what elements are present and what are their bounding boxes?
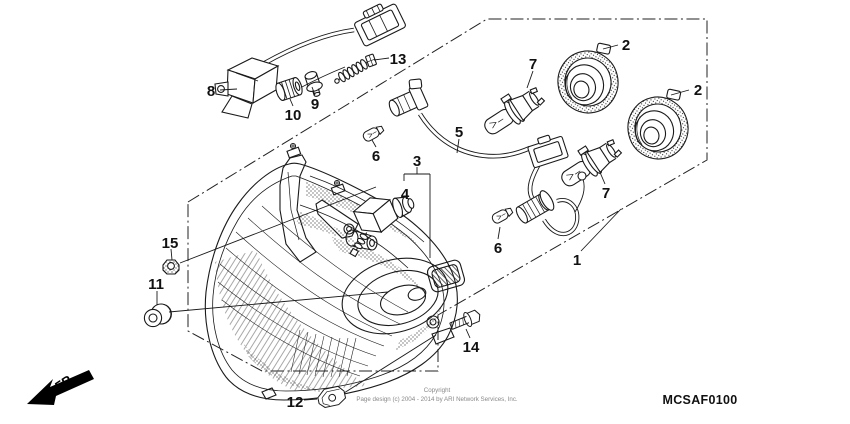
callout-2b[interactable]: 2: [694, 82, 702, 99]
position-bulb-1: [362, 125, 385, 142]
callout-10[interactable]: 10: [285, 107, 302, 124]
callout-6b[interactable]: 6: [494, 240, 502, 257]
harness-connector-plug: [354, 3, 406, 47]
callout-7a[interactable]: 7: [529, 56, 537, 73]
mount-clip: [317, 385, 347, 408]
callout-1[interactable]: 1: [573, 252, 581, 269]
diagram-code: MCSAF0100: [663, 393, 738, 407]
copyright-line1: Copyright: [424, 387, 451, 394]
headlight-bulb-2: [561, 139, 623, 187]
callout-3[interactable]: 3: [413, 153, 421, 170]
mount-nut: [162, 259, 180, 275]
callout-8[interactable]: 8: [207, 83, 215, 100]
relay-unit: [214, 27, 355, 119]
position-bulb-2: [491, 207, 514, 224]
dust-cover-1: [557, 42, 619, 114]
dust-cover-2: [627, 88, 689, 160]
callout-13[interactable]: 13: [390, 51, 407, 68]
callout-15[interactable]: 15: [162, 235, 179, 252]
bulb-socket: [304, 71, 323, 97]
leader-lines: [156, 44, 690, 401]
socket-grommet: [275, 77, 303, 101]
aim-adjuster-unit: [349, 196, 415, 258]
callout-6a[interactable]: 6: [372, 148, 380, 165]
callout-7b[interactable]: 7: [602, 185, 610, 202]
callout-9[interactable]: 9: [311, 96, 319, 113]
pilot-wire: [299, 66, 346, 89]
adjusting-screw: [334, 53, 377, 84]
callout-5[interactable]: 5: [455, 124, 463, 141]
blind-grommet: [143, 303, 172, 328]
headlight-housing: [204, 142, 466, 401]
callout-4[interactable]: 4: [401, 186, 410, 203]
callout-2a[interactable]: 2: [622, 37, 630, 54]
flange-bolt: [449, 309, 481, 330]
callout-12[interactable]: 12: [287, 394, 304, 411]
copyright-line2: Page design (c) 2004 - 2014 by ARI Netwo…: [356, 396, 518, 403]
callout-11[interactable]: 11: [148, 276, 164, 293]
sub-harness: [388, 78, 587, 237]
headlight-bulb-1: [484, 87, 546, 135]
callout-14[interactable]: 14: [463, 339, 480, 356]
fr-arrow-icon: [27, 370, 94, 405]
fr-direction-arrow: FR.: [27, 370, 94, 405]
